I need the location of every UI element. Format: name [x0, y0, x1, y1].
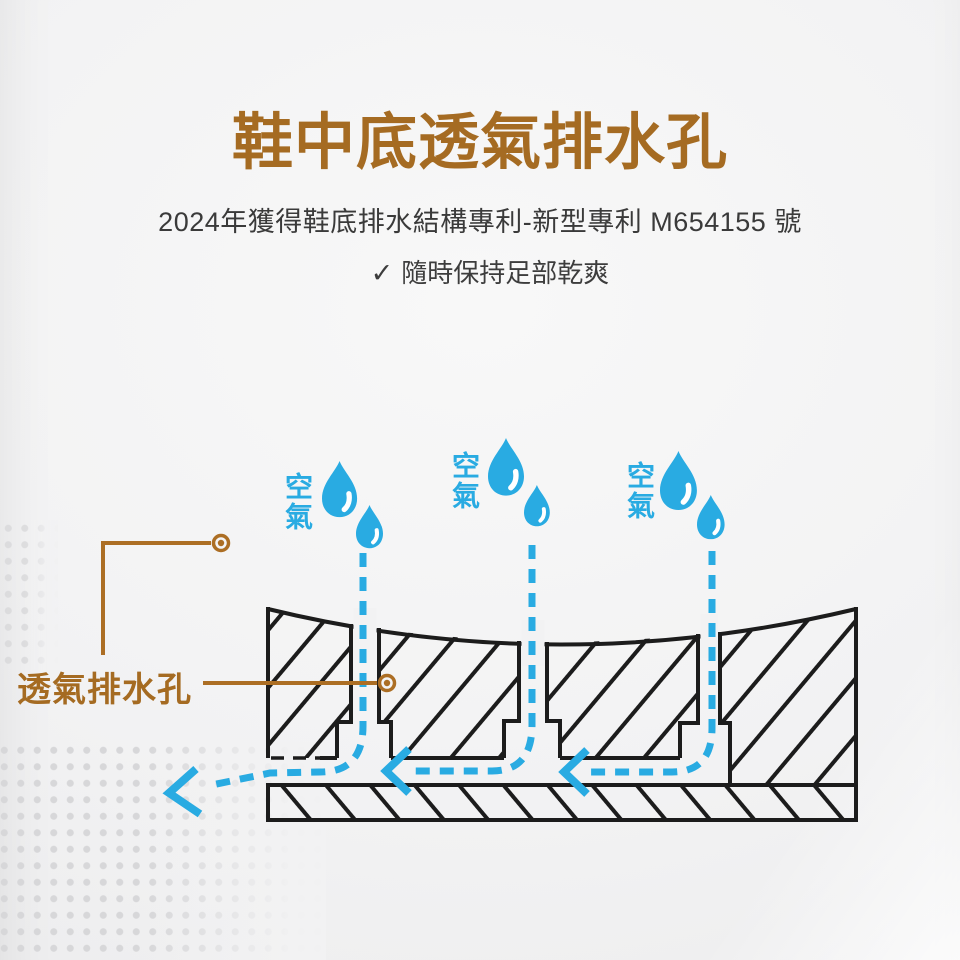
water-drops [322, 438, 725, 548]
water-drop-icon [356, 505, 383, 548]
pointer-dot [377, 673, 397, 693]
drainage-channel-1 [335, 624, 353, 758]
exit-arrowhead-icon [162, 766, 203, 818]
flow-line-2 [410, 545, 536, 775]
check-icon: ✓ [370, 258, 394, 288]
left-arrowhead-icon [380, 746, 412, 796]
left-arrowhead-icon [558, 747, 590, 797]
dot-pattern-left [0, 520, 58, 670]
drainage-channel-3 [678, 634, 700, 758]
outsole-hatched-strip [266, 783, 858, 822]
drainage-hole-label: 透氣排水孔 [17, 671, 192, 709]
feature-text: 隨時保持足部乾爽 [401, 258, 610, 288]
water-drop-icon [488, 438, 524, 496]
drainage-channel-1 [377, 628, 393, 758]
pointer-dot-center [383, 679, 391, 687]
drainage-channel-3 [718, 632, 732, 785]
flow-lines [206, 545, 716, 790]
drainage-channel-2 [502, 641, 521, 758]
water-drop-icon [322, 461, 357, 517]
pointer-dot-center [217, 539, 225, 547]
page-title: 鞋中底透氣排水孔 [231, 108, 728, 176]
callout-pointers [101, 533, 397, 693]
water-drop-icon [522, 483, 552, 529]
flow-arrowheads [162, 746, 590, 818]
pointer-bracket-line [101, 541, 211, 655]
water-drop-icon [660, 451, 697, 510]
drainage-channels [335, 624, 732, 785]
air-label-2: 空氣 [449, 451, 480, 511]
feature-line: ✓隨時保持足部乾爽 [20, 253, 960, 290]
water-drop-icon [697, 495, 725, 539]
pointer-dot [211, 533, 231, 553]
air-label-1: 空氣 [282, 472, 313, 532]
air-label-3: 空氣 [624, 461, 655, 521]
drainage-channel-2 [545, 642, 562, 758]
midsole-hatched-body [268, 609, 856, 785]
patent-subtitle: 2024年獲得鞋底排水結構專利-新型專利 M654155 號 [158, 207, 802, 237]
dot-pattern-bottom-left [0, 742, 326, 960]
flow-line-3 [588, 551, 716, 776]
flow-line-1 [206, 553, 367, 790]
